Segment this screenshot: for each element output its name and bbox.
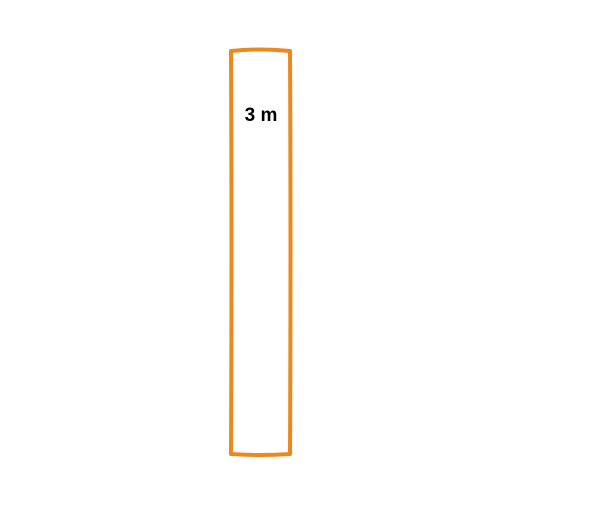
dimension-label: 3 m — [245, 105, 278, 126]
tall-rectangle-outline — [229, 47, 293, 457]
